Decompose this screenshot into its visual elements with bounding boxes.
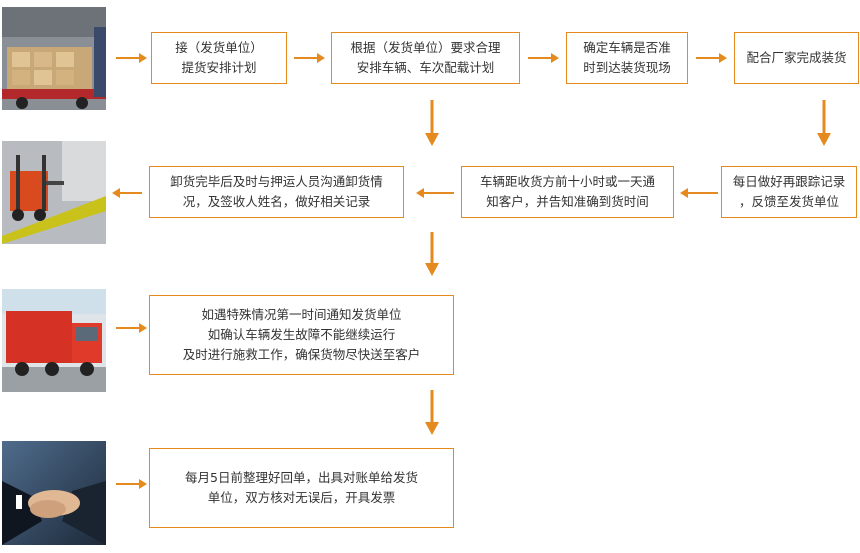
step-box-2: 根据（发货单位）要求合理 安排车辆、车次配载计划 [331,32,520,84]
step-8-line-2: 如确认车辆发生故障不能继续运行 [207,327,396,342]
arrow-left-2 [416,188,454,198]
step-box-1: 接（发货单位） 提货安排计划 [151,32,287,84]
step-1-line-1: 接（发货单位） [175,40,263,55]
step-box-7: 卸货完毕后及时与押运人员沟通卸货情 况，及签收人姓名，做好相关记录 [149,166,404,218]
step-8-line-1: 如遇特殊情况第一时间通知发货单位 [201,307,402,322]
arrow-right-4 [696,53,727,63]
truck-loading-photo [2,7,106,110]
step-box-6: 车辆距收货方前十小时或一天通 知客户，并告知准确到货时间 [461,166,674,218]
step-box-5: 每日做好再跟踪记录 ，反馈至发货单位 [721,166,857,218]
arrow-down-4 [425,390,439,435]
step-3-line-1: 确定车辆是否准 [583,40,671,55]
step-4-line-1: 配合厂家完成装货 [746,50,847,65]
step-7-line-2: 况，及签收人姓名，做好相关记录 [182,194,371,209]
handshake-photo [2,441,106,545]
arrow-right-2 [294,53,325,63]
red-truck-photo [2,289,106,392]
arrow-down-1 [425,100,439,146]
step-3-line-2: 时到达装货现场 [583,60,671,75]
step-box-4: 配合厂家完成装货 [734,32,859,84]
arrow-left-1 [680,188,718,198]
step-7-line-1: 卸货完毕后及时与押运人员沟通卸货情 [170,174,383,189]
step-6-line-1: 车辆距收货方前十小时或一天通 [479,174,655,189]
step-box-8: 如遇特殊情况第一时间通知发货单位 如确认车辆发生故障不能继续运行 及时进行施救工… [149,295,454,375]
step-5-line-1: 每日做好再跟踪记录 [732,174,846,189]
arrow-right-3 [528,53,559,63]
arrow-right-1 [116,53,147,63]
arrow-down-3 [425,232,439,276]
forklift-unloading-photo [2,141,106,244]
step-6-line-2: 知客户，并告知准确到货时间 [486,194,649,209]
step-5-line-2: ，反馈至发货单位 [738,194,839,209]
step-box-9: 每月5日前整理好回单，出具对账单给发货 单位，双方核对无误后，开具发票 [149,448,454,528]
arrow-right-5 [116,323,147,333]
step-2-line-2: 安排车辆、车次配载计划 [356,60,495,75]
step-9-line-1: 每月5日前整理好回单，出具对账单给发货 [185,470,418,485]
arrow-right-6 [116,479,147,489]
step-1-line-2: 提货安排计划 [181,60,257,75]
arrow-left-3 [112,188,142,198]
step-9-line-2: 单位，双方核对无误后，开具发票 [207,490,396,505]
arrow-down-2 [817,100,831,146]
step-2-line-1: 根据（发货单位）要求合理 [350,40,501,55]
step-8-line-3: 及时进行施救工作，确保货物尽快送至客户 [182,347,421,362]
step-box-3: 确定车辆是否准 时到达装货现场 [566,32,688,84]
